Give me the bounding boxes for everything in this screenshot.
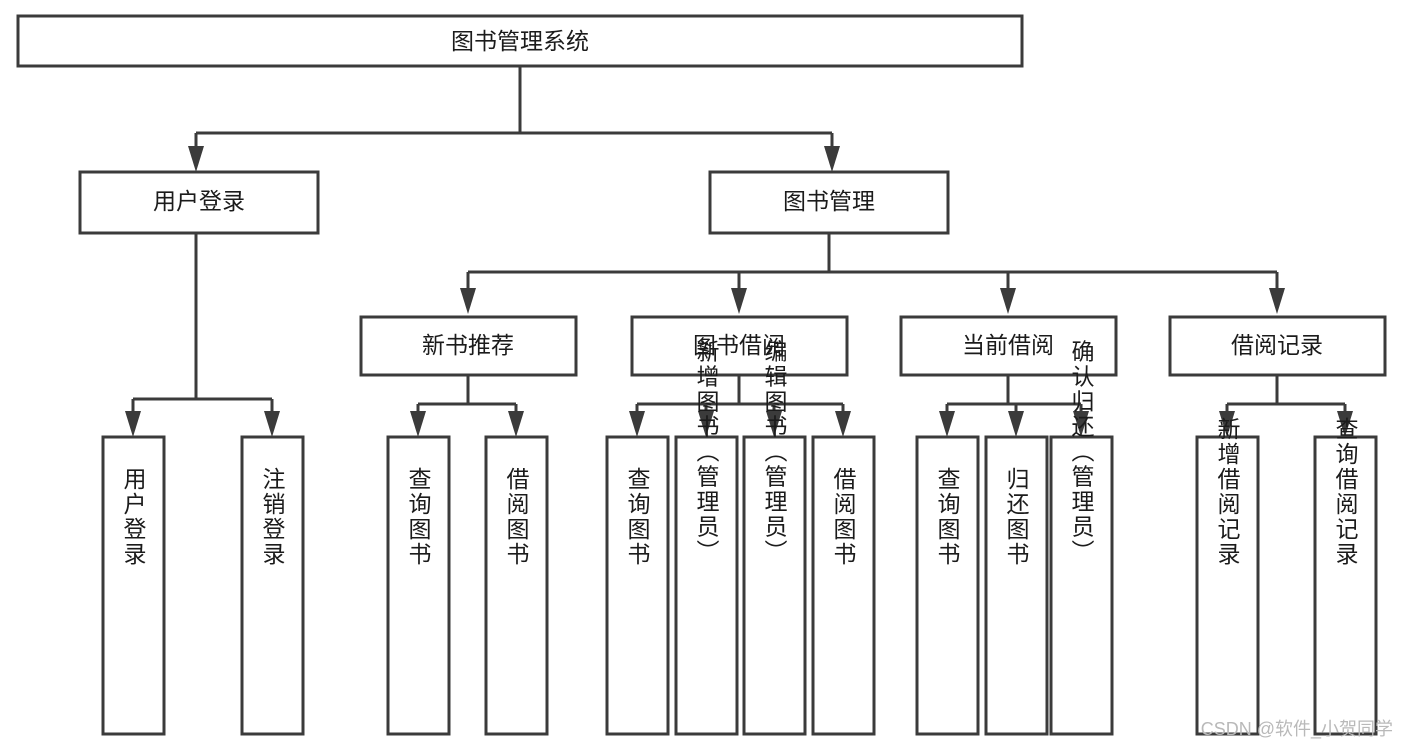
node-leaf-borrow-book-1-label: 借阅图书 [503, 467, 530, 567]
node-book-manage[interactable]: 图书管理 [708, 170, 950, 235]
node-leaf-query-book-1-box[interactable] [386, 435, 451, 736]
node-leaf-confirm-return-admin[interactable]: 确认归还（管理员） [1049, 340, 1114, 736]
node-leaf-query-book-2-label: 查询图书 [624, 467, 651, 567]
node-leaf-edit-book-admin-box[interactable] [742, 435, 807, 736]
connector-user-login-to-leaves [125, 233, 280, 437]
node-root[interactable]: 图书管理系统 [16, 14, 1024, 68]
node-leaf-add-book-admin-box[interactable] [674, 435, 739, 736]
connector-current-borrow-to-leaves [939, 375, 1089, 437]
node-book-manage-box[interactable] [708, 170, 950, 235]
node-leaf-confirm-return-admin-label: 确认归还（管理员） [1068, 340, 1095, 565]
node-leaf-query-borrow-record-box[interactable] [1313, 435, 1378, 736]
node-leaf-user-login-label: 用户登录 [120, 467, 147, 567]
node-leaf-user-login[interactable]: 用户登录 [101, 435, 166, 736]
node-book-borrow[interactable]: 图书借阅 [630, 315, 849, 377]
node-leaf-query-book-2-box[interactable] [605, 435, 670, 736]
node-new-book-recommend-box[interactable] [359, 315, 578, 377]
node-root-label: 图书管理系统 [451, 28, 589, 54]
node-root-box[interactable] [16, 14, 1024, 68]
node-leaf-return-book-label: 归还图书 [1003, 467, 1030, 567]
node-user-login-box[interactable] [78, 170, 320, 235]
node-new-book-recommend-label: 新书推荐 [422, 332, 514, 358]
node-leaf-confirm-return-admin-box[interactable] [1049, 435, 1114, 736]
node-leaf-logout-login-box[interactable] [240, 435, 305, 736]
node-leaf-query-book-3-box[interactable] [915, 435, 980, 736]
connector-book-manage-to-level3 [460, 233, 1285, 314]
node-leaf-add-borrow-record-label: 新增借阅记录 [1214, 417, 1241, 567]
node-leaf-query-book-3-label: 查询图书 [934, 467, 961, 567]
connector-borrow-record-to-leaves [1219, 375, 1353, 437]
node-leaf-borrow-book-2-box[interactable] [811, 435, 876, 736]
node-leaf-query-book-2[interactable]: 查询图书 [605, 435, 670, 736]
node-leaf-query-borrow-record-label: 查询借阅记录 [1332, 417, 1359, 567]
node-leaf-query-book-1[interactable]: 查询图书 [386, 435, 451, 736]
node-borrow-record-box[interactable] [1168, 315, 1387, 377]
node-leaf-edit-book-admin[interactable]: 编辑图书（管理员） [742, 340, 807, 736]
connector-book-borrow-to-leaves [629, 375, 851, 437]
node-leaf-query-book-3[interactable]: 查询图书 [915, 435, 980, 736]
node-leaf-user-login-box[interactable] [101, 435, 166, 736]
node-leaf-query-borrow-record[interactable]: 查询借阅记录 [1313, 417, 1378, 736]
node-leaf-add-borrow-record[interactable]: 新增借阅记录 [1195, 417, 1260, 736]
node-leaf-logout-login-label: 注销登录 [259, 467, 286, 567]
node-borrow-record[interactable]: 借阅记录 [1168, 315, 1387, 377]
node-leaf-borrow-book-2[interactable]: 借阅图书 [811, 435, 876, 736]
node-book-borrow-box[interactable] [630, 315, 849, 377]
node-leaf-return-book[interactable]: 归还图书 [984, 435, 1049, 736]
node-leaf-borrow-book-1-box[interactable] [484, 435, 549, 736]
node-book-borrow-label: 图书借阅 [693, 332, 785, 358]
node-leaf-logout-login[interactable]: 注销登录 [240, 435, 305, 736]
node-leaf-borrow-book-2-label: 借阅图书 [830, 467, 857, 567]
connector-root-to-level2 [188, 66, 840, 172]
node-new-book-recommend[interactable]: 新书推荐 [359, 315, 578, 377]
node-leaf-add-borrow-record-box[interactable] [1195, 435, 1260, 736]
node-current-borrow[interactable]: 当前借阅 [899, 315, 1118, 377]
node-leaf-query-book-1-label: 查询图书 [405, 467, 432, 567]
node-user-login-label: 用户登录 [153, 188, 245, 214]
node-leaf-edit-book-admin-label: 编辑图书（管理员） [761, 340, 788, 565]
node-leaf-add-book-admin-label: 新增图书（管理员） [693, 340, 720, 565]
node-leaf-return-book-box[interactable] [984, 435, 1049, 736]
connector-new-book-recommend-to-leaves [410, 375, 524, 437]
node-current-borrow-box[interactable] [899, 315, 1118, 377]
node-leaf-add-book-admin[interactable]: 新增图书（管理员） [674, 340, 739, 736]
node-book-manage-label: 图书管理 [783, 188, 875, 214]
node-user-login[interactable]: 用户登录 [78, 170, 320, 235]
node-leaf-borrow-book-1[interactable]: 借阅图书 [484, 435, 549, 736]
node-borrow-record-label: 借阅记录 [1231, 332, 1323, 358]
node-current-borrow-label: 当前借阅 [962, 332, 1054, 358]
